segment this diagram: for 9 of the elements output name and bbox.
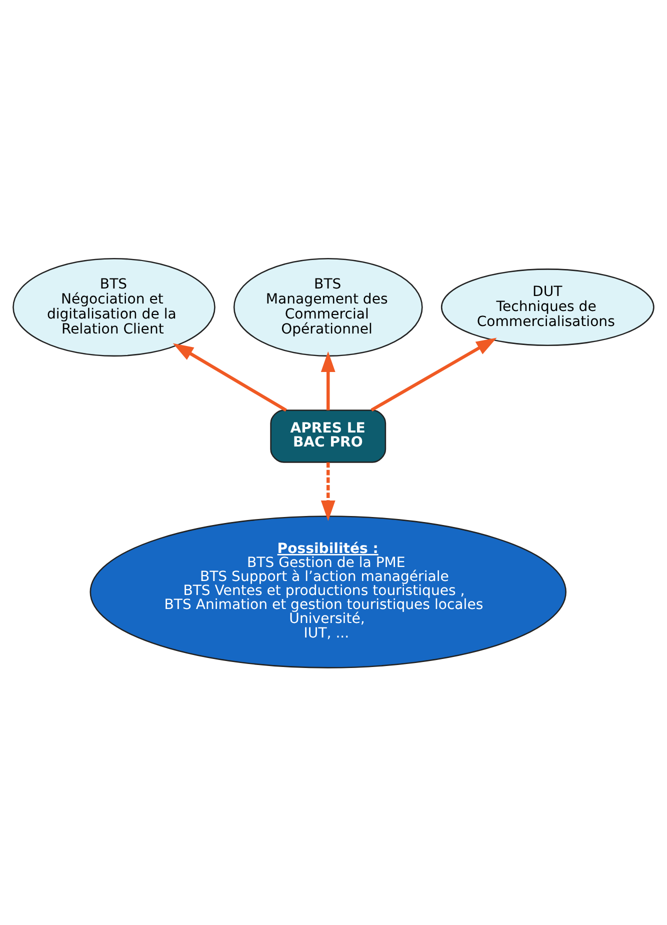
node-ellipse: BTS Négociation et digitalisation de la Relation Client [12, 257, 216, 356]
node-ellipse: DUT Techniques de Commercialisations [440, 268, 654, 346]
arrow [320, 462, 336, 521]
node-box: APRES LE BAC PRO [270, 409, 386, 462]
arrow [370, 337, 497, 411]
arrow [172, 342, 287, 412]
node-ellipse: BTS Management des Commercial Opérationnel [233, 257, 423, 356]
node-ellipse: Possibilités : BTS Gestion de la PME BTS Support à l’action managériale BTS Ventes et productions touristiques , BTS Animation et gestion touristiques locales Université, IUT, ... [90, 515, 566, 668]
arrow [320, 350, 336, 410]
